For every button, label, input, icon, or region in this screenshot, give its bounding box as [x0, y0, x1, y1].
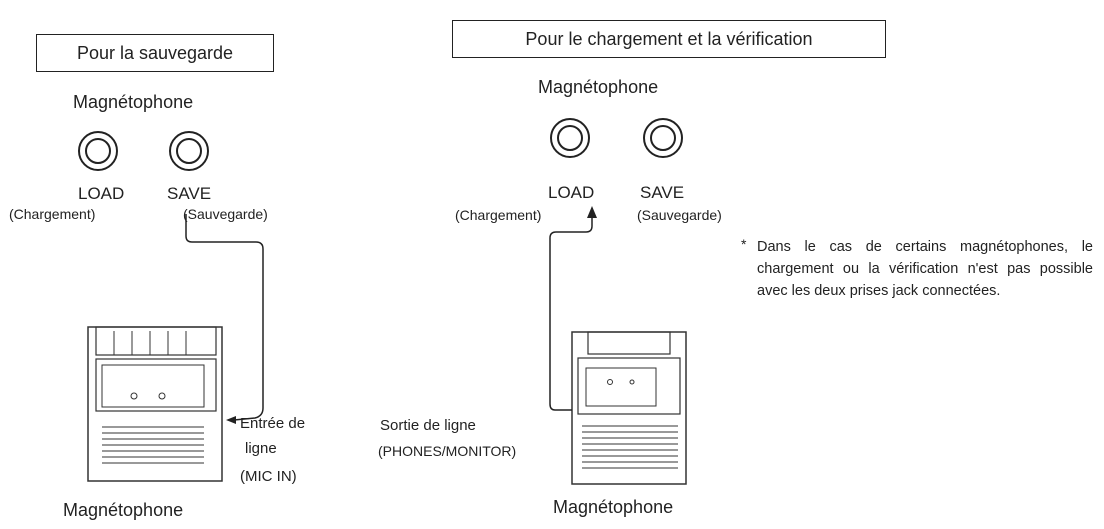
left-top-label: Magnétophone	[73, 92, 194, 112]
left-jack-load-label: LOAD	[78, 184, 125, 203]
right-jack-save-sub: (Sauvegarde)	[637, 207, 722, 223]
left-header: Pour la sauvegarde	[76, 42, 234, 63]
right-output-label-1: Sortie de ligne	[380, 417, 476, 434]
left-header-box: Pour la sauvegarde	[36, 34, 274, 72]
right-bottom-label: Magnétophone	[553, 497, 674, 517]
left-input-label-2: ligne	[245, 440, 277, 457]
left-jack-save-sub: (Sauvegarde)	[183, 206, 268, 222]
right-save-jack-icon	[643, 118, 683, 158]
left-save-jack-icon	[169, 131, 209, 171]
left-jack-save-label: SAVE	[167, 184, 212, 203]
right-jack-save-label: SAVE	[640, 183, 685, 202]
left-tape-recorder-icon	[87, 326, 223, 482]
right-load-jack-icon	[550, 118, 590, 158]
right-cable-arrow	[587, 206, 597, 218]
left-input-label-1: Entrée de	[240, 415, 306, 432]
right-header-box: Pour le chargement et la vérification	[452, 20, 886, 58]
right-jack-load-sub: (Chargement)	[455, 207, 542, 223]
left-load-jack-icon	[78, 131, 118, 171]
left-cable-arrow	[226, 416, 236, 424]
left-jack-load-sub: (Chargement)	[9, 206, 96, 222]
note-text: Dans le cas de certains magnéto­phones, …	[757, 239, 1093, 299]
note-asterisk: *	[741, 236, 747, 252]
right-header: Pour le chargement et la vérification	[525, 28, 813, 49]
left-bottom-label: Magnétophone	[63, 500, 184, 520]
left-input-label-3: (MIC IN)	[240, 468, 297, 485]
right-output-label-2: (PHONES/MONITOR)	[378, 443, 517, 459]
right-cable	[549, 216, 593, 411]
right-jack-load-label: LOAD	[548, 183, 595, 202]
right-top-label: Magnétophone	[538, 77, 659, 97]
left-cable	[185, 214, 264, 421]
right-tape-recorder-icon	[571, 331, 687, 485]
